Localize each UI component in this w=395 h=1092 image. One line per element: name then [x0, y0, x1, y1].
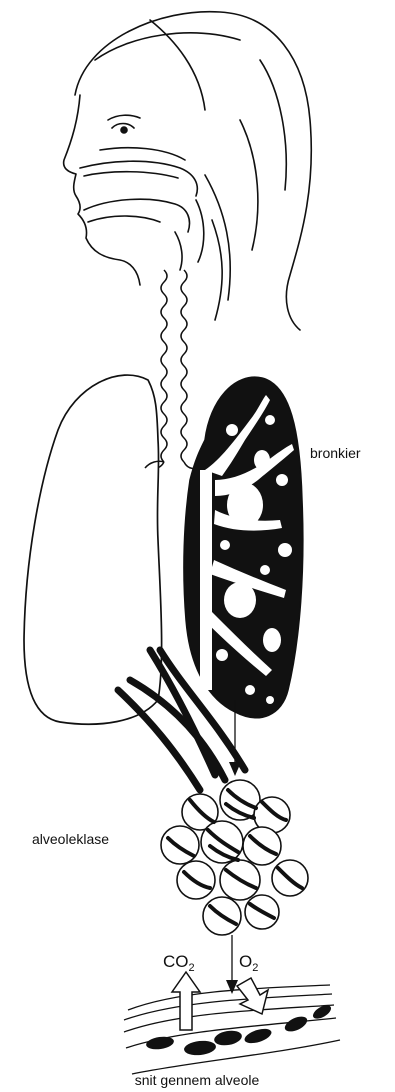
label-o2-sub: 2	[252, 962, 258, 974]
label-co2-main: CO	[163, 952, 189, 971]
caption: snit gennem alveole	[135, 1072, 260, 1088]
label-bronchi: bronkier	[310, 445, 361, 461]
label-co2-sub: 2	[189, 962, 195, 974]
label-alveolar-cluster: alveoleklase	[32, 831, 109, 847]
label-o2-main: O	[239, 952, 252, 971]
